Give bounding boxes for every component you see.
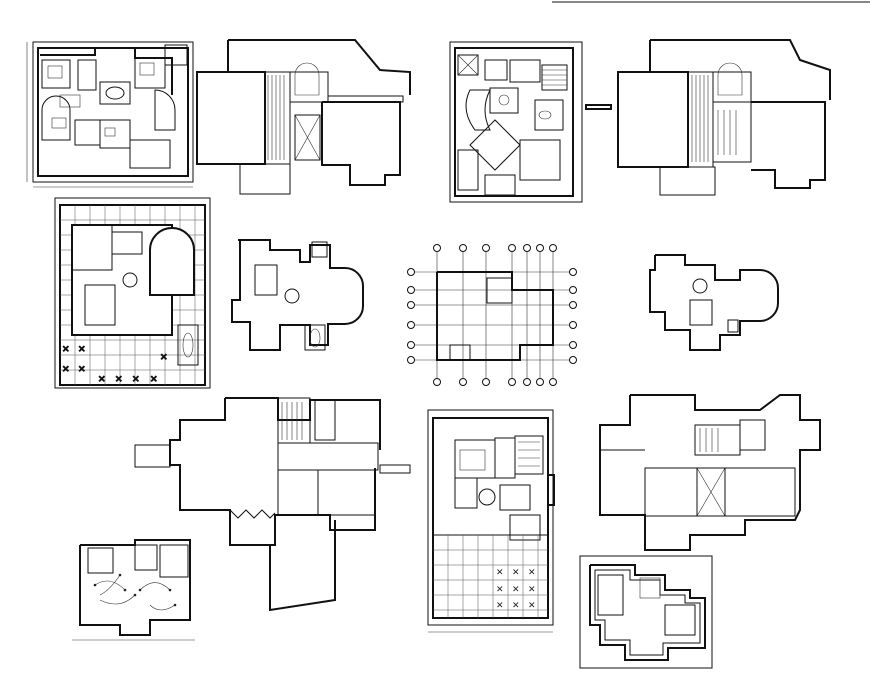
svg-text:✕: ✕ (62, 365, 70, 375)
svg-text:—: — (320, 103, 323, 107)
plan-lower-floor (134, 397, 411, 612)
plan-upper-floor (599, 394, 821, 551)
plan-ground-floor-furnished (26, 41, 194, 188)
svg-text:✕: ✕ (115, 375, 123, 385)
svg-text:✕: ✕ (132, 375, 140, 385)
svg-text:✕: ✕ (496, 568, 504, 578)
svg-text:✕: ✕ (528, 568, 536, 578)
svg-text:✕: ✕ (160, 353, 168, 363)
plan-outline-2 (649, 254, 779, 351)
plan-site-paving: ✕ ✕ ✕ ✕ ✕ ✕ ✕ ✕ ✕ (54, 197, 211, 389)
plan-column-grid (407, 244, 577, 386)
svg-text:✕: ✕ (62, 345, 70, 355)
svg-text:✕: ✕ (528, 601, 536, 611)
svg-text:✕: ✕ (528, 585, 536, 595)
svg-text:✕: ✕ (496, 601, 504, 611)
plan-electrical-layout (72, 539, 195, 641)
svg-text:✕: ✕ (98, 375, 106, 385)
svg-text:✕: ✕ (78, 345, 86, 355)
plan-foundation (579, 555, 713, 669)
plan-terrace-2 (617, 39, 831, 196)
svg-text:✕: ✕ (150, 375, 158, 385)
svg-text:✕: ✕ (78, 365, 86, 375)
svg-text:✕: ✕ (512, 601, 520, 611)
plan-terrace-1: — (196, 39, 411, 195)
plan-ground-floor-paving: ✕ ✕ ✕ ✕ ✕ ✕ ✕ ✕ ✕ (427, 409, 555, 633)
svg-text:✕: ✕ (512, 585, 520, 595)
plan-outline-1 (231, 239, 364, 351)
svg-text:✕: ✕ (512, 568, 520, 578)
plan-first-floor-furnished (449, 41, 612, 203)
svg-text:✕: ✕ (496, 585, 504, 595)
